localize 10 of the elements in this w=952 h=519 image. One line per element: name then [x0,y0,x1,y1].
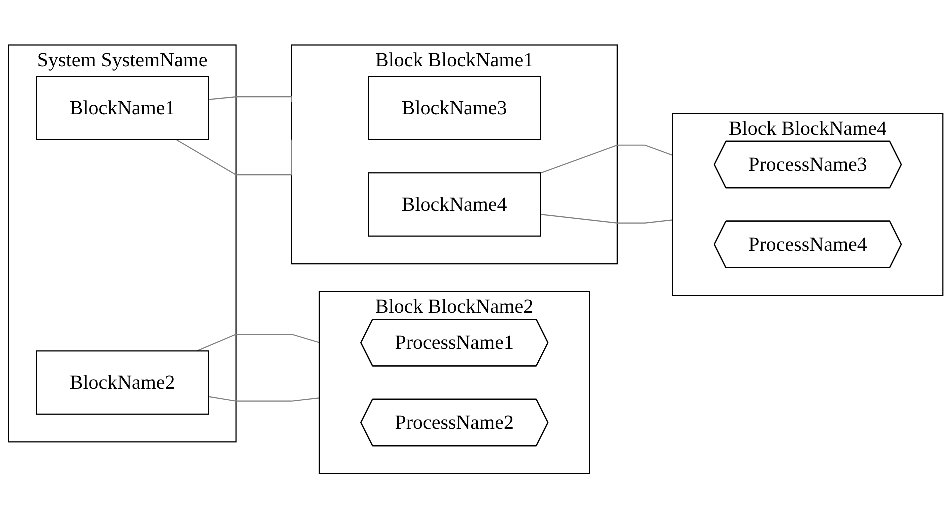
connector [540,214,673,224]
node-box: BlockName2 [36,350,210,415]
connector [208,396,320,402]
node-box: BlockName4 [368,172,542,237]
connector [196,334,320,352]
node-box: BlockName3 [368,76,542,140]
connector [540,144,674,174]
node-box: BlockName1 [36,76,210,140]
connector [208,96,292,102]
connector [176,139,292,176]
